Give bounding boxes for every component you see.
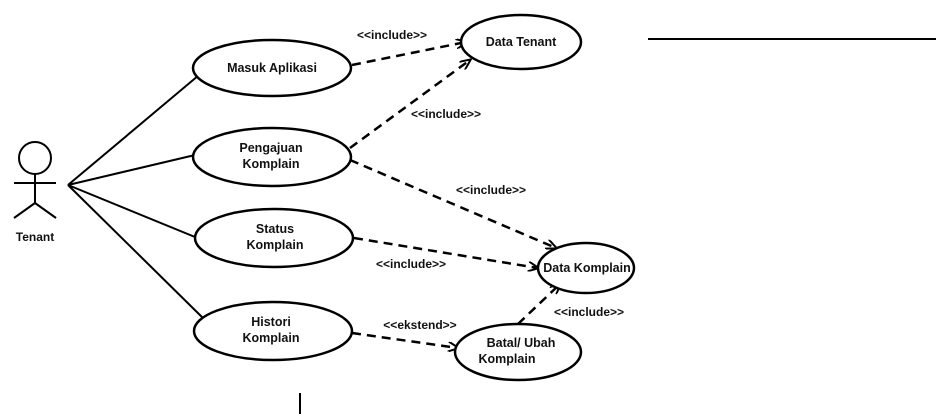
use-case-label: Data Komplain — [543, 261, 631, 275]
use-case-ellipse — [192, 300, 354, 362]
relation-label-histori-batal: <<ekstend>> — [383, 318, 456, 332]
actor-left-leg — [13, 202, 36, 219]
use-case-label-line-1: Status — [256, 222, 294, 236]
association-status-komplain — [67, 184, 196, 238]
use-case-masuk-aplikasi: Masuk Aplikasi — [191, 38, 353, 98]
association-masuk-aplikasi — [67, 69, 206, 186]
use-case-label-line-2: Komplain — [479, 352, 536, 366]
use-case-label-line-1: Pengajuan — [239, 141, 302, 155]
relation-label-status-data-komplain: <<include>> — [376, 257, 446, 271]
use-case-ellipse — [191, 38, 353, 98]
use-case-label: Masuk Aplikasi — [227, 61, 317, 75]
actor-label: Tenant — [16, 230, 54, 244]
use-case-ellipse — [191, 126, 353, 188]
use-case-label-line-1: Histori — [251, 315, 291, 329]
include-arrow-batal-data-komplain — [517, 284, 560, 325]
use-case-data-komplain: Data Komplain — [536, 241, 636, 295]
use-case-label-line-2: Komplain — [243, 331, 300, 345]
use-case-batal-ubah-komplain: Batal/ Ubah Komplain — [453, 322, 583, 382]
include-arrow-pengajuan-data-komplain — [349, 158, 556, 248]
extend-arrow-histori-batal — [351, 331, 458, 348]
use-case-label-line-1: Batal/ Ubah — [487, 336, 556, 350]
use-case-data-tenant: Data Tenant — [459, 13, 583, 71]
relation-label-pengajuan-data-tenant: <<include>> — [411, 107, 481, 121]
relation-label-pengajuan-data-komplain: <<include>> — [456, 183, 526, 197]
use-case-pengajuan-komplain: Pengajuan Komplain — [191, 126, 353, 188]
use-case-ellipse — [453, 322, 583, 382]
use-case-histori-komplain: Histori Komplain — [192, 300, 354, 362]
use-case-ellipse — [536, 241, 636, 295]
use-case-ellipse — [459, 13, 583, 71]
association-histori-komplain — [67, 184, 206, 321]
include-arrow-pengajuan-data-tenant — [349, 60, 470, 150]
include-arrow-masuk-data-tenant — [351, 42, 466, 67]
relation-label-masuk-data-tenant: <<include>> — [357, 28, 427, 42]
association-pengajuan-komplain — [67, 154, 196, 186]
use-case-label-line-2: Komplain — [247, 238, 304, 252]
actor-head — [18, 141, 52, 175]
relation-label-batal-data-komplain: <<include>> — [554, 305, 624, 319]
use-case-label: Data Tenant — [486, 35, 557, 49]
include-arrow-status-data-komplain — [353, 236, 538, 268]
actor-tenant: Tenant — [13, 141, 57, 244]
use-case-ellipse — [193, 207, 355, 269]
use-case-status-komplain: Status Komplain — [193, 207, 355, 269]
actor-right-leg — [34, 202, 57, 219]
use-case-label-line-2: Komplain — [243, 157, 300, 171]
